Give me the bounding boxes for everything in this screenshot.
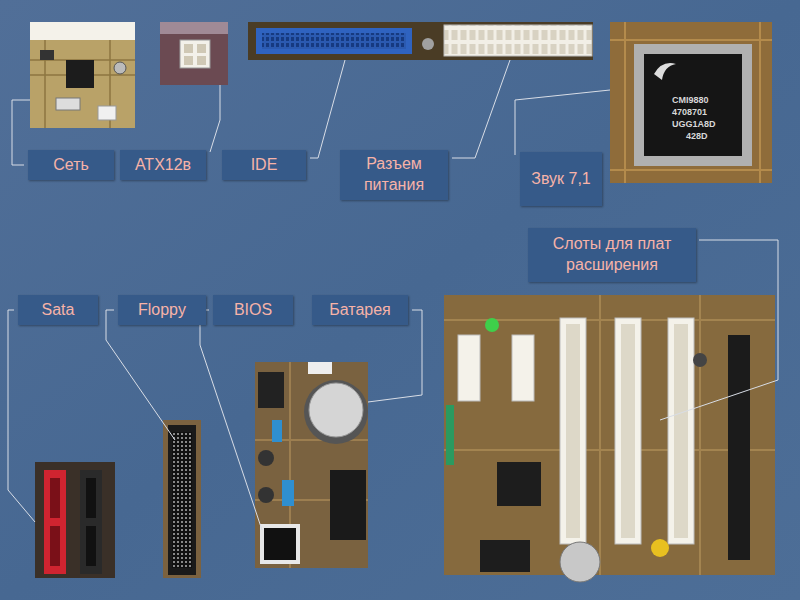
label-box: Звук 7,1 — [520, 152, 602, 206]
floppy-photo — [163, 420, 201, 578]
part-name: Звук 7,1 — [531, 169, 591, 190]
label-box: Слоты для плат расширения — [528, 228, 696, 282]
chip-marking: CMI9880 — [672, 96, 709, 105]
chip-marking: 4708701 — [672, 108, 707, 117]
label-box: BIOS — [213, 295, 293, 325]
label-box: Sata — [18, 295, 98, 325]
sata-photo — [35, 462, 115, 578]
part-name: Слоты для плат расширения — [534, 234, 690, 276]
chip-marking: UGG1A8D — [672, 120, 716, 129]
ide-power-photo — [248, 22, 593, 60]
atx12v-photo — [160, 22, 228, 85]
part-name: Sata — [42, 300, 75, 321]
label-box: Floppy — [118, 295, 206, 325]
part-name: IDE — [251, 155, 278, 176]
part-name: Разъем питания — [346, 154, 442, 196]
label-box: ATX12в — [120, 150, 206, 180]
sound-chip-photo — [610, 22, 772, 183]
chip-marking: 428D — [686, 132, 708, 141]
network-photo — [30, 22, 135, 128]
part-name: Батарея — [329, 300, 391, 321]
label-box: Сеть — [28, 150, 114, 180]
label-box: IDE — [222, 150, 306, 180]
expansion-slots-photo — [444, 295, 775, 582]
part-name: BIOS — [234, 300, 272, 321]
part-name: Floppy — [138, 300, 186, 321]
part-name: ATX12в — [135, 155, 191, 176]
part-name: Сеть — [53, 155, 89, 176]
leader-lines — [8, 60, 778, 530]
battery-bios-photo — [255, 362, 368, 568]
label-box: Батарея — [312, 295, 408, 325]
label-box: Разъем питания — [340, 150, 448, 200]
